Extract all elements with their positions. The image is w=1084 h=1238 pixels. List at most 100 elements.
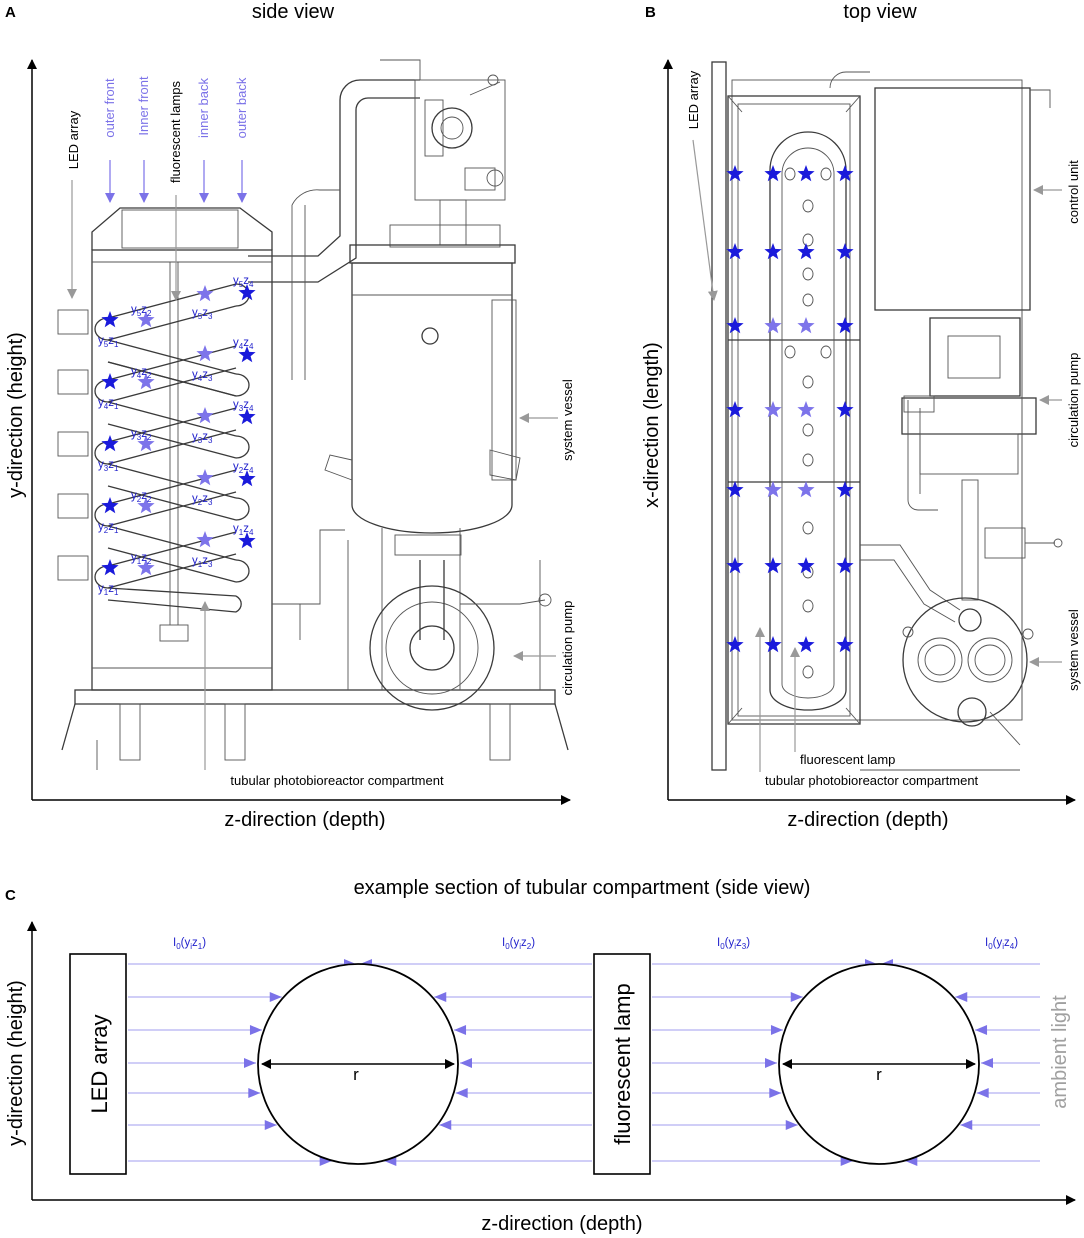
light-ray-arrowhead — [960, 1120, 973, 1130]
intensity-z: z — [736, 937, 742, 949]
top-view-star — [726, 481, 744, 498]
top-view-star — [797, 636, 815, 653]
position-star — [101, 373, 119, 390]
top-view-star — [764, 557, 782, 574]
top-view-star — [726, 243, 744, 260]
intensity-end: ) — [202, 937, 206, 949]
panel-b-x-axis-label: z-direction (depth) — [787, 809, 948, 831]
top-view-star — [797, 317, 815, 334]
panel-a-y-axis-label: y-direction (height) — [5, 332, 27, 498]
position-label: y4z1 — [98, 397, 119, 411]
arrow-led-array-b — [692, 139, 718, 301]
panel-a-callouts: LED array outer front Inner front fluore… — [66, 76, 575, 788]
position-star — [196, 407, 214, 424]
intensity-mid: (y — [993, 937, 1003, 949]
light-ray-arrowhead — [770, 1025, 783, 1035]
light-ray-arrowhead — [269, 992, 282, 1002]
intensity-label-z1: I0(yiz1) — [173, 937, 206, 951]
intensity-base: I — [502, 937, 505, 949]
top-view-star — [726, 636, 744, 653]
intensity-sub: i — [1002, 942, 1004, 951]
top-view-star — [797, 481, 815, 498]
position-star — [196, 345, 214, 362]
radius-label-right: r — [876, 1065, 882, 1084]
top-view-star — [726, 165, 744, 182]
intensity-base: I — [717, 937, 720, 949]
position-label: y5z2 — [131, 304, 152, 318]
top-view-star — [764, 401, 782, 418]
top-view-star — [726, 401, 744, 418]
led-array-box-label: LED array — [87, 1014, 112, 1113]
top-view-star — [764, 243, 782, 260]
light-ray-arrowhead — [790, 992, 803, 1002]
panel-c: C example section of tubular compartment… — [5, 877, 1076, 1235]
label-tubular-compartment-a: tubular photobioreactor compartment — [230, 773, 444, 788]
intensity-sub: i — [190, 942, 192, 951]
panel-b: B top view z-direction (depth) x-directi… — [641, 1, 1081, 831]
intensity-sub: 0 — [505, 942, 510, 951]
light-ray-arrowhead — [244, 1058, 257, 1068]
intensity-sub: 0 — [176, 942, 181, 951]
position-star — [238, 532, 256, 549]
label-inner-back: inner back — [196, 78, 211, 138]
position-star — [238, 346, 256, 363]
top-view-star — [764, 636, 782, 653]
position-star — [137, 373, 155, 390]
intensity-label-z3: I0(yiz3) — [717, 937, 750, 951]
position-star — [137, 435, 155, 452]
top-view-machine-drawing — [711, 61, 1063, 771]
position-label: y3z3 — [192, 431, 213, 445]
intensity-sub: 0 — [720, 942, 725, 951]
intensity-sub: 2 — [527, 942, 532, 951]
label-led-array-b: LED array — [686, 70, 701, 129]
top-view-star — [836, 481, 854, 498]
intensity-end: ) — [531, 937, 535, 949]
label-led-array-a: LED array — [66, 110, 81, 169]
top-view-star — [797, 557, 815, 574]
ambient-light-label: ambient light — [1049, 995, 1071, 1109]
top-view-star — [836, 401, 854, 418]
panel-a: A side view z-direction (depth) y-direct… — [5, 1, 575, 831]
position-label: y1z4 — [233, 523, 254, 537]
top-view-star — [797, 243, 815, 260]
light-ray-arrowhead — [976, 1088, 989, 1098]
position-star — [101, 559, 119, 576]
label-system-vessel-b: system vessel — [1066, 609, 1081, 691]
intensity-sub: 4 — [1010, 942, 1015, 951]
position-label: y1z2 — [131, 552, 152, 566]
top-view-star — [836, 636, 854, 653]
label-inner-front: Inner front — [136, 76, 151, 136]
light-ray-arrowhead — [980, 1058, 993, 1068]
intensity-label-z2: I0(yiz2) — [502, 937, 535, 951]
label-circulation-pump-a: circulation pump — [560, 601, 575, 696]
light-ray-arrowhead — [459, 1058, 472, 1068]
panel-c-x-axis-label: z-direction (depth) — [481, 1213, 642, 1235]
position-label: y1z1 — [98, 583, 119, 597]
position-star — [196, 531, 214, 548]
position-label: y5z4 — [233, 275, 254, 289]
position-label: y1z3 — [192, 555, 213, 569]
radius-label-left: r — [353, 1065, 359, 1084]
position-star — [101, 435, 119, 452]
position-label: y4z4 — [233, 337, 254, 351]
position-label: y3z2 — [131, 428, 152, 442]
position-star — [137, 311, 155, 328]
position-star — [196, 469, 214, 486]
top-view-star — [764, 317, 782, 334]
light-ray-arrowhead — [765, 1058, 778, 1068]
panel-b-letter: B — [645, 4, 656, 21]
fluorescent-lamp-box-label: fluorescent lamp — [610, 983, 635, 1144]
side-view-star-markers — [101, 284, 256, 576]
panel-a-title: side view — [252, 1, 335, 23]
intensity-mid: (y — [725, 937, 735, 949]
position-star — [137, 559, 155, 576]
panel-b-title: top view — [843, 1, 917, 23]
intensity-sub: 0 — [988, 942, 993, 951]
label-system-vessel-a: system vessel — [560, 379, 575, 461]
intensity-sub: i — [734, 942, 736, 951]
top-view-star — [797, 401, 815, 418]
intensity-sub: 1 — [198, 942, 203, 951]
panel-c-y-axis-label: y-direction (height) — [5, 980, 27, 1146]
intensity-base: I — [173, 937, 176, 949]
